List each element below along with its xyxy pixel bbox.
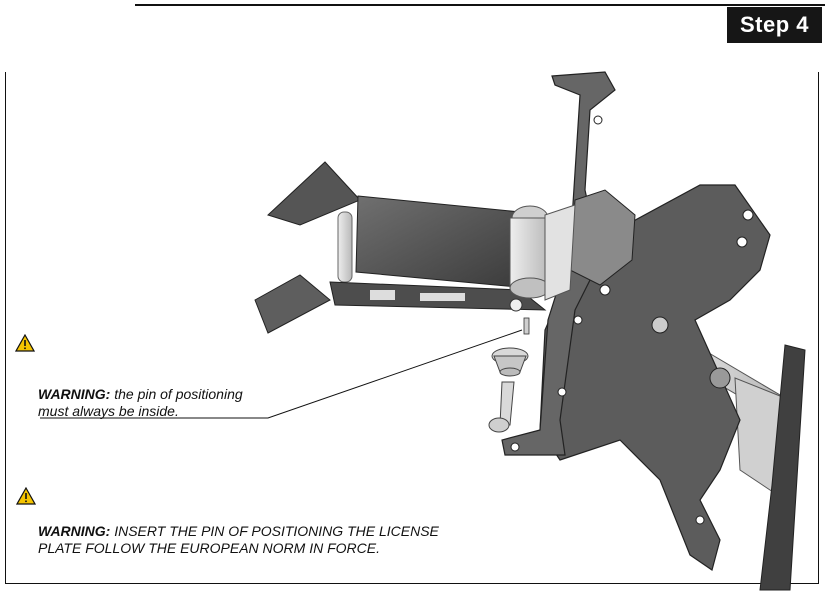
pivot-cylinder [509, 205, 551, 299]
warning-line: must always be inside. [38, 403, 179, 419]
step-label: Step 4 [739, 12, 810, 37]
header-rule [135, 4, 825, 6]
washer [491, 347, 529, 377]
content-frame [5, 72, 819, 584]
bolt [488, 381, 515, 433]
warning-european-norm: WARNING: INSERT THE PIN OF POSITIONING T… [38, 523, 439, 557]
warning-line: PLATE FOLLOW THE EUROPEAN NORM IN FORCE. [38, 540, 381, 556]
warning-pin-inside: WARNING: the pin of positioning must alw… [38, 386, 243, 420]
warning-title: WARNING: [38, 523, 111, 539]
warning-triangle-icon [16, 487, 36, 505]
warning-title: WARNING: [38, 386, 111, 402]
leader-line [40, 329, 523, 419]
step-badge: Step 4 [727, 7, 822, 43]
rear-bar [759, 344, 806, 591]
left-flap [254, 161, 361, 334]
warning-line: the pin of positioning [110, 386, 243, 402]
warning-triangle-icon [15, 334, 35, 352]
swing-arm [329, 195, 547, 312]
warning-line: INSERT THE PIN OF POSITIONING THE LICENS… [110, 523, 439, 539]
clamp-block [544, 189, 636, 301]
positioning-pin [523, 317, 530, 335]
